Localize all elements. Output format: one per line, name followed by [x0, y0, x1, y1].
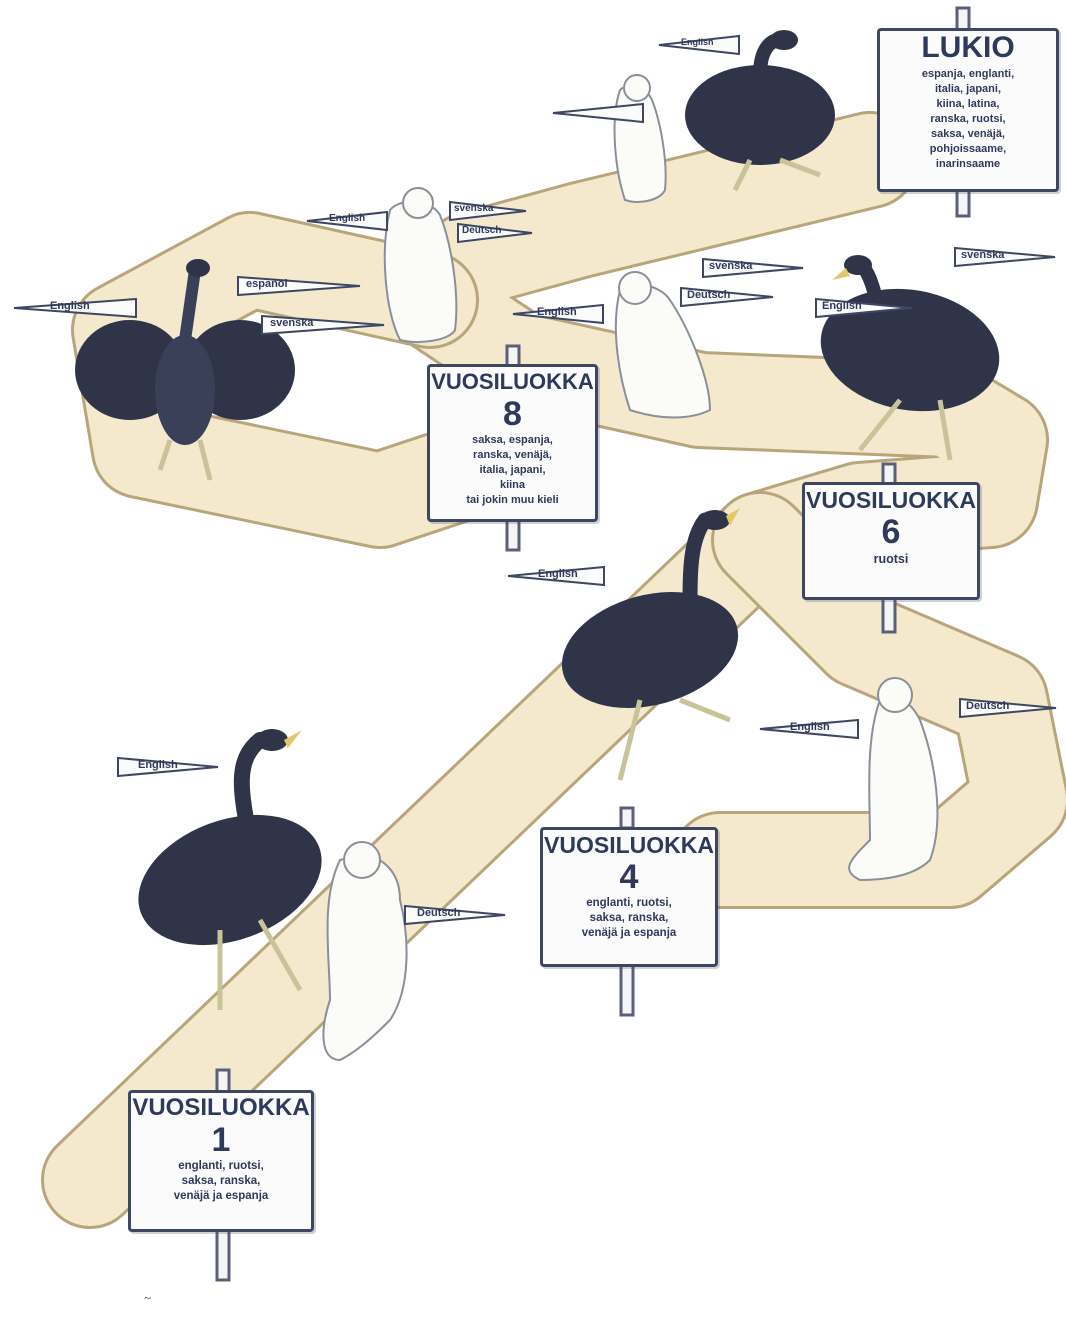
pennant-svenska-label: svenska	[270, 317, 314, 329]
crane-top	[685, 30, 835, 192]
sign-lukio: LUKIO espanja, englanti, italia, japani,…	[877, 28, 1059, 192]
crane-upper-left	[75, 259, 295, 481]
pennant-espanol-label: español	[246, 278, 288, 290]
pennant-english-label: English	[681, 37, 714, 47]
pennant-svenska-label: svenska	[709, 260, 753, 272]
post-grade8-bottom	[505, 518, 521, 552]
sign-grade8-languages: saksa, espanja, ranska, venäjä, italia, …	[466, 434, 559, 506]
pennant-deutsch-ermine-upper: Deutsch	[680, 286, 774, 308]
pennant-deutsch-ermine-upper-left: Deutsch	[457, 222, 533, 244]
sign-grade6-title: VUOSILUOKKA	[806, 487, 976, 513]
sign-grade4-languages: englanti, ruotsi, saksa, ranska, venäjä …	[581, 897, 677, 939]
sign-grade1-languages: englanti, ruotsi, saksa, ranska, venäjä …	[173, 1160, 269, 1202]
ermine-right	[848, 677, 939, 882]
sign-grade6-number: 6	[881, 513, 901, 551]
sign-grade8: VUOSILUOKKA 8 saksa, espanja, ranska, ve…	[427, 364, 598, 522]
post-grade4-top	[619, 806, 635, 830]
pennant-top-ermine	[552, 102, 644, 124]
sign-grade4: VUOSILUOKKA 4 englanti, ruotsi, saksa, r…	[540, 827, 718, 967]
pennant-english-label: English	[538, 568, 578, 580]
artist-signature: ~	[144, 1290, 152, 1305]
sign-grade8-number: 8	[503, 395, 522, 433]
post-grade6-bottom	[881, 596, 897, 634]
sign-lukio-languages: espanja, englanti, italia, japani, kiina…	[921, 68, 1015, 170]
pennant-deutsch-label: Deutsch	[417, 907, 461, 919]
ermine-upper-middle	[614, 271, 712, 419]
pennant-english-ermine-upper-left: English	[306, 210, 388, 232]
post-grade1-bottom	[215, 1228, 231, 1282]
sign-grade1: VUOSILUOKKA 1 englanti, ruotsi, saksa, r…	[128, 1090, 314, 1232]
pennant-english-bottom-left: English	[117, 756, 219, 778]
pennant-english-top: English	[658, 34, 740, 56]
pennant-svenska-ermine-upper-left: svenska	[449, 200, 527, 222]
pennant-svenska-ermine-upper: svenska	[702, 257, 804, 279]
ermine-bottom	[322, 841, 408, 1062]
pennant-deutsch-label: Deutsch	[462, 225, 502, 236]
pennant-english-label: English	[537, 306, 577, 318]
ermine-upper-left	[383, 187, 458, 343]
ermine-top	[613, 74, 667, 203]
pennant-english-label: English	[790, 721, 830, 733]
pennant-svenska-label: svenska	[961, 249, 1005, 261]
pennant-svenska-upper-left: svenska	[261, 314, 385, 336]
sign-grade6: VUOSILUOKKA 6 ruotsi	[802, 482, 980, 600]
pennant-deutsch-label: Deutsch	[687, 289, 731, 301]
crane-middle	[561, 508, 740, 781]
sign-grade4-title: VUOSILUOKKA	[544, 832, 714, 858]
pennant-english-ermine-upper: English	[512, 303, 604, 325]
post-grade4-bottom	[619, 963, 635, 1017]
pennant-english-upper-left: English	[13, 297, 137, 319]
crane-upper-right	[820, 255, 1000, 461]
sign-grade6-languages: ruotsi	[873, 552, 909, 566]
pennant-svenska-label: svenska	[454, 203, 494, 214]
pennant-deutsch-label: Deutsch	[966, 700, 1010, 712]
pennant-espanol: español	[237, 275, 361, 297]
pennant-english-right: English	[759, 718, 859, 740]
pennant-deutsch-bottom: Deutsch	[404, 904, 506, 926]
pennant-english-crane-right: English	[815, 297, 913, 319]
post-lukio-bottom	[955, 188, 971, 218]
pennant-english-label: English	[822, 300, 862, 312]
sign-grade4-number: 4	[619, 858, 639, 896]
post-grade1-top	[215, 1068, 231, 1094]
pennant-english-label: English	[138, 759, 178, 771]
crane-bottom-left	[138, 729, 322, 1010]
pennant-english-label: English	[329, 213, 366, 224]
sign-grade1-title: VUOSILUOKKA	[132, 1094, 310, 1121]
post-grade8-top	[505, 344, 521, 368]
sign-grade1-number: 1	[211, 1121, 231, 1159]
sign-lukio-title: LUKIO	[921, 31, 1015, 64]
pennant-svenska-crane-right: svenska	[954, 246, 1056, 268]
sign-grade8-title: VUOSILUOKKA	[431, 369, 594, 394]
pennant-english-label: English	[50, 300, 90, 312]
pennant-english-middle: English	[507, 565, 605, 587]
pennant-deutsch-right: Deutsch	[959, 697, 1057, 719]
